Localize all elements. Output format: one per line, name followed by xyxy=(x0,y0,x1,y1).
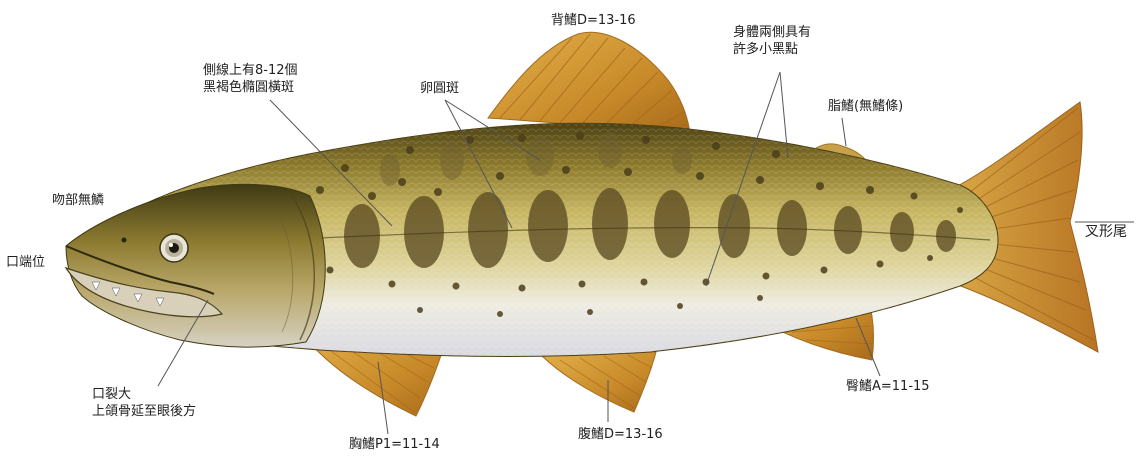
pectoral-fin-label: 胸鰭P1=11-14 xyxy=(349,436,440,453)
anal-fin-label: 臀鰭A=11-15 xyxy=(846,378,930,395)
black-spots-label: 身體兩側具有 許多小黑點 xyxy=(733,24,811,58)
parr-mark xyxy=(404,196,444,268)
parr-mark xyxy=(528,190,568,262)
parr-mark xyxy=(468,192,508,268)
snout-label: 吻部無鱗 xyxy=(52,192,104,209)
mouth-position-label: 口端位 xyxy=(6,254,45,271)
parr-mark xyxy=(890,212,914,252)
lateral-line-label-line2: 黑褐色橢圓橫斑 xyxy=(203,79,298,96)
lateral-line-label: 側線上有8-12個 黑褐色橢圓橫斑 xyxy=(203,62,298,96)
forked-tail-label: 叉形尾 xyxy=(1085,224,1127,241)
parr-mark xyxy=(654,190,690,258)
parr-mark xyxy=(592,188,628,260)
pelvic-fin-label: 腹鰭D=13-16 xyxy=(578,426,663,443)
oval-spots-label: 卵圓斑 xyxy=(420,80,459,97)
mouth-size-label-line2: 上頜骨延至眼後方 xyxy=(92,403,196,420)
mouth-size-label-line1: 口裂大 xyxy=(92,386,196,403)
mouth-size-label: 口裂大 上頜骨延至眼後方 xyxy=(92,386,196,420)
fish-head xyxy=(66,184,325,347)
adipose-fin-label: 脂鰭(無鰭條) xyxy=(828,98,903,115)
dorsal-fin xyxy=(488,32,690,134)
lateral-line-label-line1: 側線上有8-12個 xyxy=(203,62,298,79)
black-spots-label-line2: 許多小黑點 xyxy=(733,41,811,58)
dorsal-fin-label: 背鰭D=13-16 xyxy=(551,12,636,29)
parr-mark xyxy=(834,206,862,254)
black-spots-label-line1: 身體兩側具有 xyxy=(733,24,811,41)
